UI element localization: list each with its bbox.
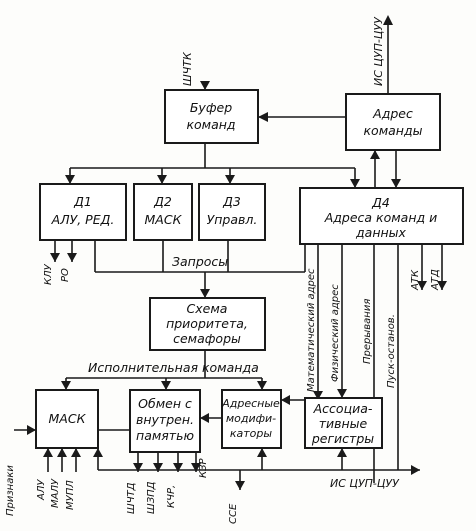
d4-line3: данных [355,225,407,240]
mask-line1: МАСК [49,411,87,426]
signal-labels: ШЧТК ИС ЦУП-ЦУУ Запросы Исполнительная к… [5,16,441,524]
addr-cmd-line2: команды [364,123,423,138]
d3-line2: Управл. [207,212,258,227]
label-atk: АТК [410,269,421,291]
addr-mod-line3: каторы [230,427,273,440]
arrowheads [27,15,447,490]
d1-line2: АЛУ, РЕД. [51,212,115,227]
block-buffer: Буфер команд [164,89,259,144]
d1-line1: Д1 [73,194,92,209]
d3-line1: Д3 [222,194,241,209]
block-d4: Д4 Адреса команд и данных [299,187,464,245]
exchange-line3: памятью [136,428,194,443]
label-shchtk: ШЧТК [181,51,194,86]
d4-line2: Адреса команд и [324,210,438,225]
block-d1: Д1 АЛУ, РЕД. [39,183,127,241]
label-is-cup-cuu-bottom: ИС ЦУП-ЦУУ [330,477,400,490]
priority-line3: семафоры [173,331,241,346]
d2-line2: МАСК [145,212,183,227]
block-d2: Д2 МАСК [133,183,193,241]
d2-line1: Д2 [153,194,172,209]
block-addr-cmd: Адрес команды [345,93,441,151]
label-malu: МАЛУ [50,478,61,508]
label-alu: АЛУ [36,479,47,501]
buffer-line2: команд [186,117,235,132]
label-ro: РО [60,268,71,282]
label-atd: АТД [430,269,441,291]
label-math-addr: Математический адрес [306,268,317,392]
label-priznaki: Признаки [5,465,16,516]
label-preryv: Прерывания [362,299,373,364]
exchange-line1: Обмен с [138,396,192,411]
block-priority: Схема приоритета, семафоры [149,297,266,351]
label-kchr: КЧР, [166,485,177,508]
label-zaprosy: Запросы [172,254,228,269]
label-shzpd: ШЗПД [146,481,157,514]
block-exchange: Обмен с внутрен. памятью [129,389,201,453]
addr-mod-line1: Адресные [221,397,280,410]
block-assoc: Ассоциа- тивные регистры [304,397,383,449]
assoc-line1: Ассоциа- [313,401,373,416]
exchange-line2: внутрен. [136,412,194,427]
label-is-cup-cuu-top: ИС ЦУП-ЦУУ [372,16,385,86]
label-mupl: МУПЛ [65,480,76,510]
label-shchtd: ШЧТД [126,482,137,514]
addr-mod-line2: модифи- [226,412,276,425]
d4-line1: Д4 [371,195,390,210]
label-ispoln: Исполнительная команда [88,360,259,375]
block-d3: Д3 Управл. [198,183,266,241]
assoc-line3: регистры [311,431,374,446]
priority-line1: Схема [187,301,228,316]
label-sse: ССЕ [228,503,239,524]
label-phys-addr: Физический адрес [330,284,341,382]
priority-line2: приоритета, [166,316,248,331]
addr-cmd-line1: Адрес [372,106,413,121]
block-mask: МАСК [35,389,99,449]
buffer-line1: Буфер [190,100,232,115]
label-klu: КЛУ [43,263,54,285]
block-addr-mod: Адресные модифи- каторы [221,389,282,449]
assoc-line2: тивные [319,416,368,431]
label-kzr: КЗР [198,457,209,478]
label-pusk: Пуск-останов. [386,314,397,388]
